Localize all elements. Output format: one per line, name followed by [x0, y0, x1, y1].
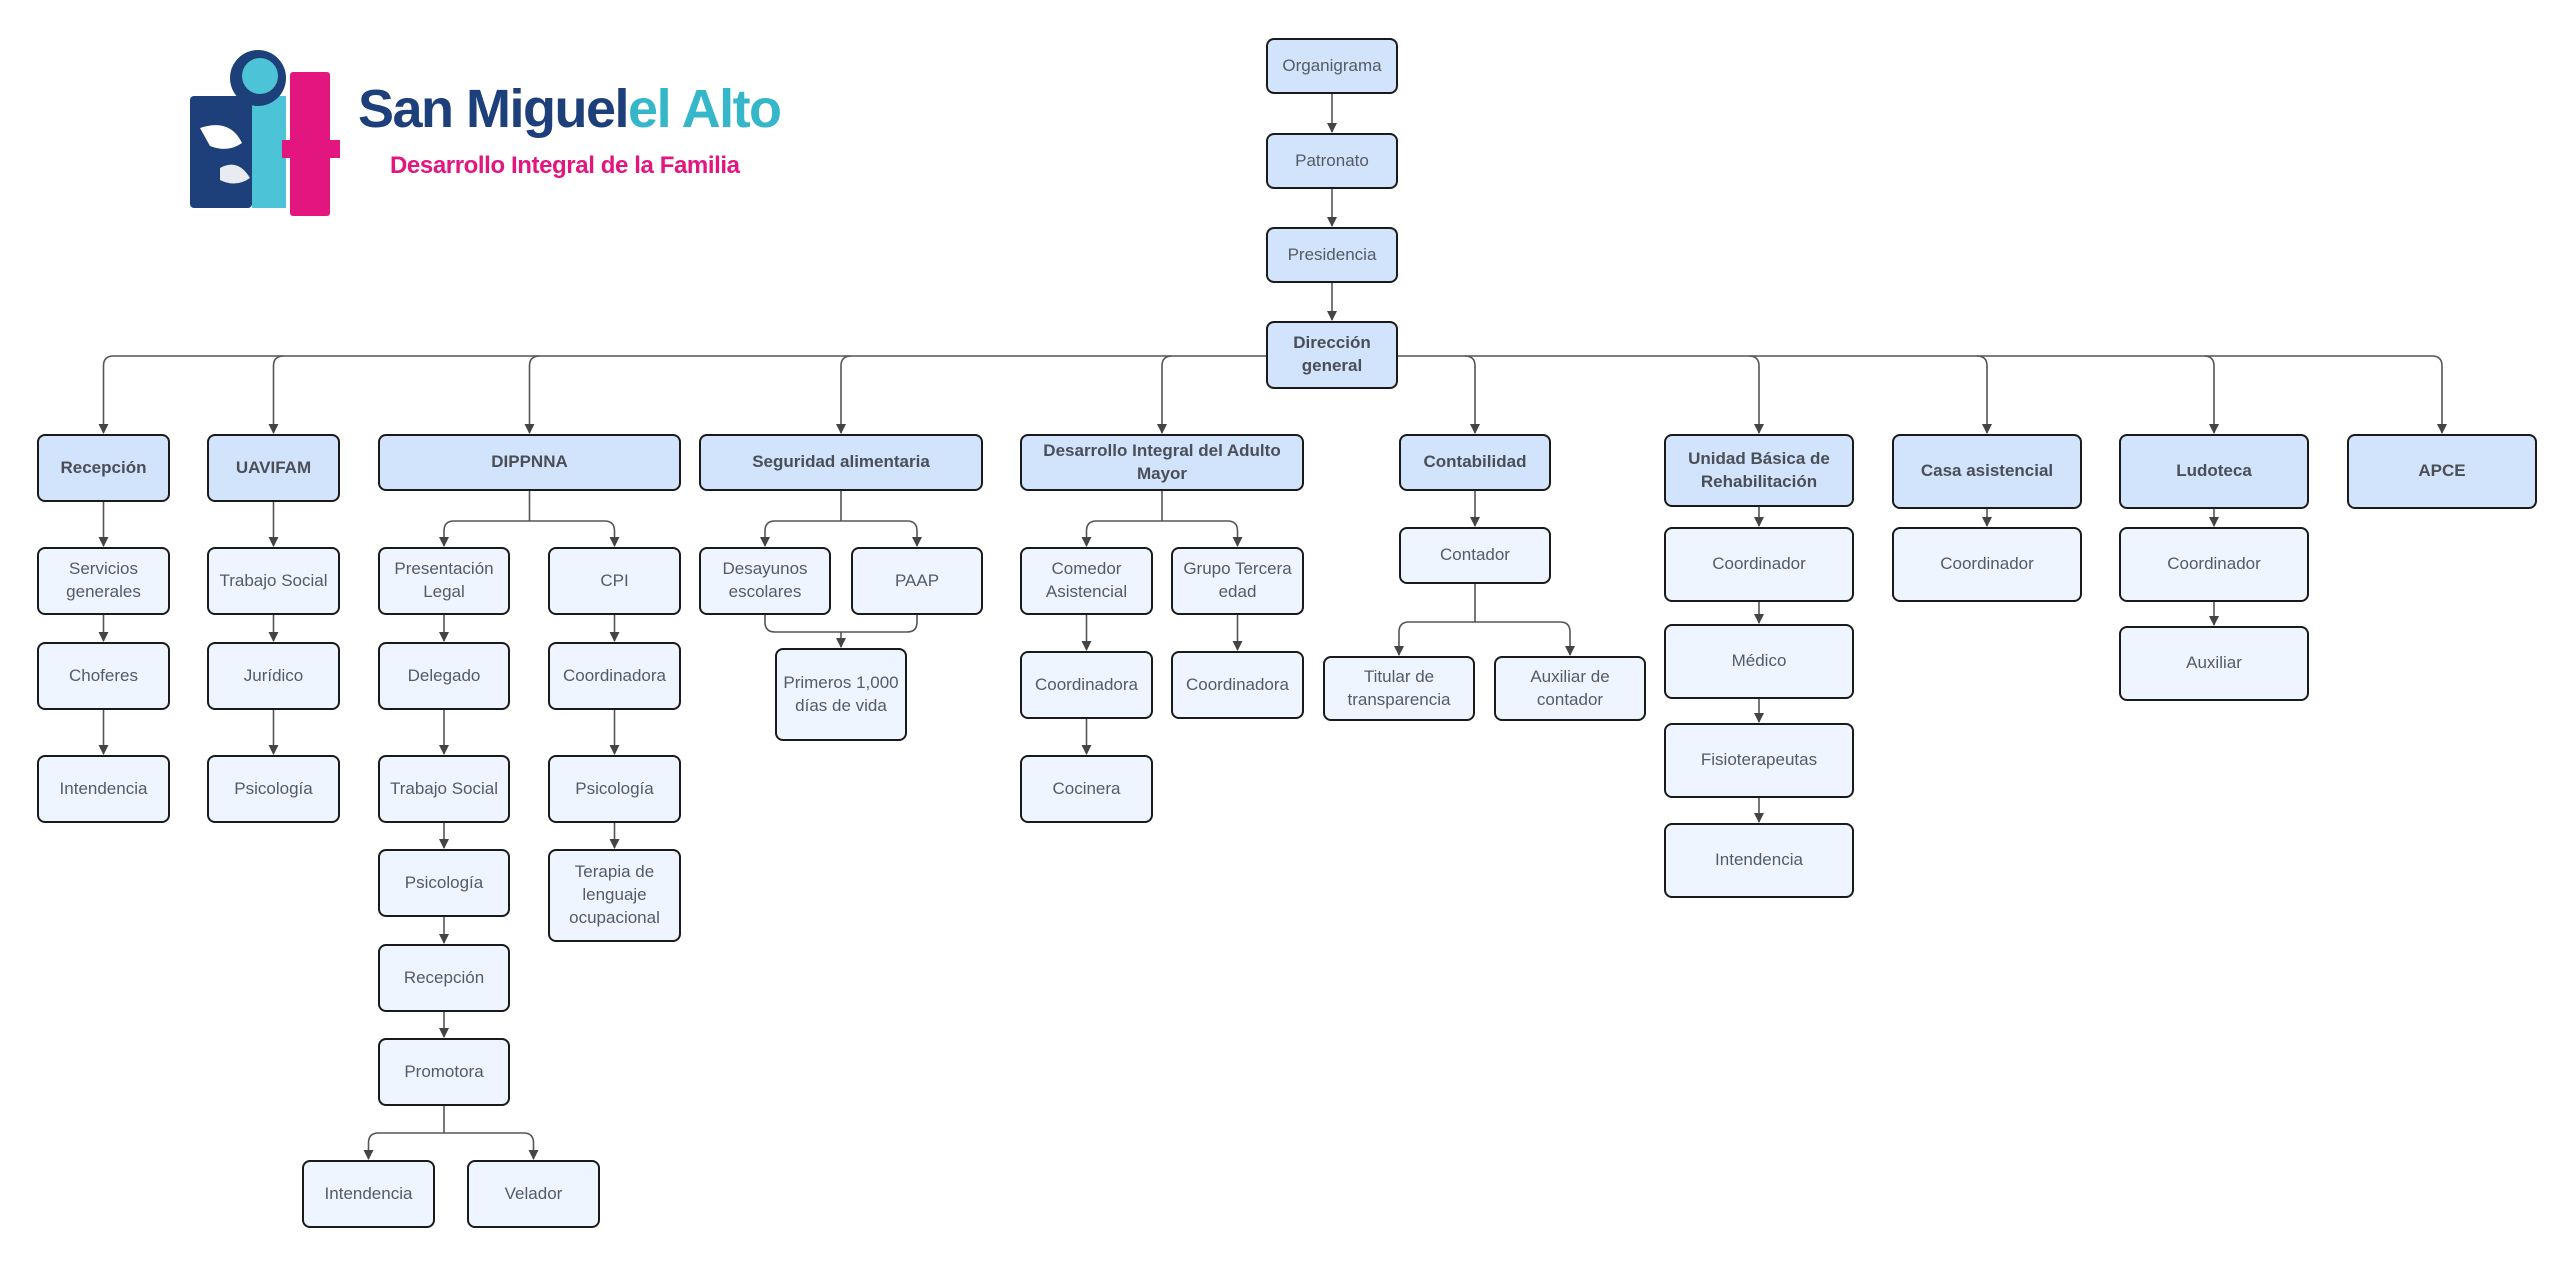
- logo-name: San Miguelel Alto: [358, 78, 782, 140]
- connector-adulto-grupo: [1227, 520, 1243, 547]
- node-direccion-general[interactable]: Dirección general: [1266, 321, 1398, 389]
- node-paap[interactable]: PAAP: [851, 547, 983, 615]
- node-psicologia-dippnna[interactable]: Psicología: [378, 849, 510, 917]
- node-psicologia-uavifam[interactable]: Psicología: [207, 755, 340, 823]
- connector-direccion-ubr: [1748, 355, 1764, 434]
- node-coordinadora-grupo[interactable]: Coordinadora: [1171, 651, 1304, 719]
- node-ludoteca[interactable]: Ludoteca: [2119, 434, 2309, 509]
- node-primeros-1000-dias[interactable]: Primeros 1,000 días de vida: [775, 648, 907, 741]
- node-comedor-asistencial[interactable]: Comedor Asistencial: [1020, 547, 1153, 615]
- node-trabajo-social-dippnna[interactable]: Trabajo Social: [378, 755, 510, 823]
- connector-direccion-casa: [1976, 355, 1992, 434]
- node-casa-asistencial[interactable]: Casa asistencial: [1892, 434, 2082, 509]
- node-desayunos-escolares[interactable]: Desayunos escolares: [699, 547, 831, 615]
- node-intendencia-recepcion[interactable]: Intendencia: [37, 755, 170, 823]
- node-recepcion-dippnna[interactable]: Recepción: [378, 944, 510, 1012]
- node-servicios-generales[interactable]: Servicios generales: [37, 547, 170, 615]
- connector-seguridad-paap: [906, 520, 922, 547]
- node-coordinador-casa[interactable]: Coordinador: [1892, 527, 2082, 602]
- node-dippnna[interactable]: DIPPNNA: [378, 434, 681, 491]
- node-presentacion-legal[interactable]: Presentación Legal: [378, 547, 510, 615]
- node-intendencia-ubr[interactable]: Intendencia: [1664, 823, 1854, 898]
- connector-dippnna-presentacion: [439, 520, 455, 547]
- node-organigrama[interactable]: Organigrama: [1266, 38, 1398, 94]
- node-fisioterapeutas[interactable]: Fisioterapeutas: [1664, 723, 1854, 798]
- node-coordinador-ubr[interactable]: Coordinador: [1664, 527, 1854, 602]
- node-contador[interactable]: Contador: [1399, 527, 1551, 584]
- node-recepcion[interactable]: Recepción: [37, 434, 170, 502]
- connector-direccion-contabilidad: [1464, 355, 1480, 434]
- node-cocinera[interactable]: Cocinera: [1020, 755, 1153, 823]
- connector-direccion-dippnna: [524, 355, 540, 434]
- connector-paap-primeros: [841, 615, 918, 633]
- node-presidencia[interactable]: Presidencia: [1266, 227, 1398, 283]
- connector-direccion-adulto: [1157, 355, 1173, 434]
- connector-contador-titular: [1394, 621, 1410, 656]
- node-grupo-tercera-edad[interactable]: Grupo Tercera edad: [1171, 547, 1304, 615]
- node-trabajo-social-uavifam[interactable]: Trabajo Social: [207, 547, 340, 615]
- node-psicologia-cpi[interactable]: Psicología: [548, 755, 681, 823]
- node-unidad-basica-rehabilitacion[interactable]: Unidad Básica de Rehabilitación: [1664, 434, 1854, 507]
- connector-direccion-seguridad: [836, 355, 852, 434]
- node-juridico[interactable]: Jurídico: [207, 642, 340, 710]
- node-velador[interactable]: Velador: [467, 1160, 600, 1228]
- connector-promotora-velador: [523, 1132, 539, 1160]
- connector-seguridad-desayunos: [760, 520, 776, 547]
- connector-adulto-comedor: [1081, 520, 1097, 547]
- connector-direccion-apce: [2431, 355, 2447, 434]
- node-apce[interactable]: APCE: [2347, 434, 2537, 509]
- node-adulto-mayor[interactable]: Desarrollo Integral del Adulto Mayor: [1020, 434, 1304, 491]
- connector-direccion-uavifam: [268, 355, 284, 434]
- node-contabilidad[interactable]: Contabilidad: [1399, 434, 1551, 491]
- node-seguridad-alimentaria[interactable]: Seguridad alimentaria: [699, 434, 983, 491]
- connector-lines: [98, 94, 2447, 1160]
- logo: San Miguelel Alto Desarrollo Integral de…: [190, 48, 790, 218]
- node-medico[interactable]: Médico: [1664, 624, 1854, 699]
- node-auxiliar-contador[interactable]: Auxiliar de contador: [1494, 656, 1646, 721]
- node-titular-transparencia[interactable]: Titular de transparencia: [1323, 656, 1475, 721]
- connector-desayunos-primeros: [764, 615, 841, 633]
- node-cpi[interactable]: CPI: [548, 547, 681, 615]
- node-uavifam[interactable]: UAVIFAM: [207, 434, 340, 502]
- connector-contador-auxiliar_cont: [1559, 621, 1575, 656]
- node-promotora[interactable]: Promotora: [378, 1038, 510, 1106]
- node-patronato[interactable]: Patronato: [1266, 133, 1398, 189]
- node-delegado[interactable]: Delegado: [378, 642, 510, 710]
- logo-name-part1: San Miguel: [358, 79, 630, 139]
- node-coordinadora-comedor[interactable]: Coordinadora: [1020, 651, 1153, 719]
- logo-tagline: Desarrollo Integral de la Familia: [390, 152, 740, 179]
- node-coordinador-ludoteca[interactable]: Coordinador: [2119, 527, 2309, 602]
- connector-promotora-intendencia_dip: [363, 1132, 379, 1160]
- connector-dippnna-cpi: [604, 520, 620, 547]
- logo-mark-icon: [190, 50, 340, 216]
- node-choferes[interactable]: Choferes: [37, 642, 170, 710]
- connector-direccion-recepcion: [98, 355, 114, 434]
- node-terapia-lenguaje[interactable]: Terapia de lenguaje ocupacional: [548, 849, 681, 942]
- node-auxiliar-ludoteca[interactable]: Auxiliar: [2119, 626, 2309, 701]
- connector-direccion-ludoteca: [2203, 355, 2219, 434]
- node-coordinadora-cpi[interactable]: Coordinadora: [548, 642, 681, 710]
- logo-name-part2: el Alto: [628, 79, 782, 139]
- node-intendencia-dippnna[interactable]: Intendencia: [302, 1160, 435, 1228]
